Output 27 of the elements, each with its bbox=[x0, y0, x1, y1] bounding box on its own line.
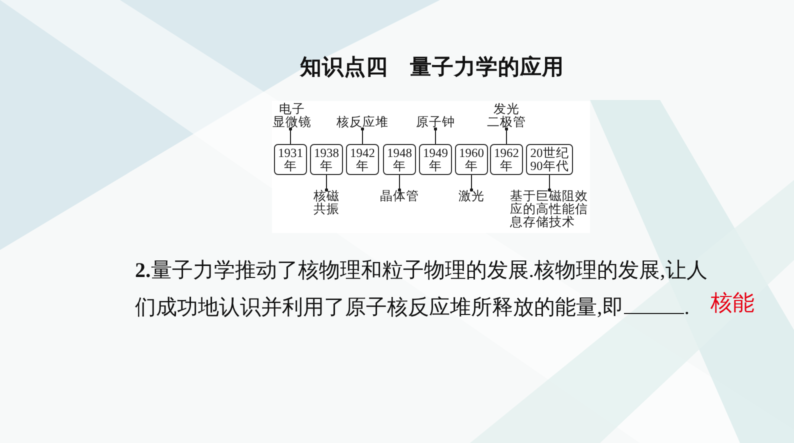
leader-line bbox=[470, 174, 474, 192]
year-box: 1931年 bbox=[274, 144, 307, 175]
year-box: 1942年 bbox=[346, 144, 379, 175]
event-label: 发光二极管 bbox=[486, 103, 528, 129]
leader-line bbox=[324, 174, 328, 192]
leader-line bbox=[360, 127, 364, 144]
event-label: 电子显微镜 bbox=[272, 103, 312, 129]
year-box: 1960年 bbox=[455, 144, 488, 175]
answer-text: 核能 bbox=[710, 292, 754, 316]
year-box: 1949年 bbox=[419, 144, 452, 175]
event-label: 激光 bbox=[456, 190, 486, 203]
event-label: 核反应堆 bbox=[334, 116, 390, 129]
question-text: 2.量子力学推动了核物理和粒子物理的发展.核物理的发展,让人们成功地认识并利用了原子核反应堆所释放的能量,即 . bbox=[135, 258, 708, 319]
year-box: 1938年 bbox=[310, 144, 343, 175]
year-box: 1948年 bbox=[383, 144, 416, 175]
event-label: 基于巨磁阻效应的高性能信息存储技术 bbox=[510, 190, 590, 229]
event-label: 晶体管 bbox=[378, 190, 420, 203]
year-box: 1962年 bbox=[490, 144, 523, 175]
leader-line bbox=[504, 127, 508, 144]
leader-line bbox=[548, 174, 552, 192]
leader-line bbox=[288, 127, 292, 144]
year-box: 20世纪90年代 bbox=[526, 144, 573, 175]
leader-line bbox=[398, 174, 402, 192]
section-title: 知识点四 量子力学的应用 bbox=[300, 54, 564, 82]
leader-line bbox=[434, 127, 438, 144]
event-label: 原子钟 bbox=[414, 116, 456, 129]
event-label: 核磁共振 bbox=[312, 190, 342, 216]
